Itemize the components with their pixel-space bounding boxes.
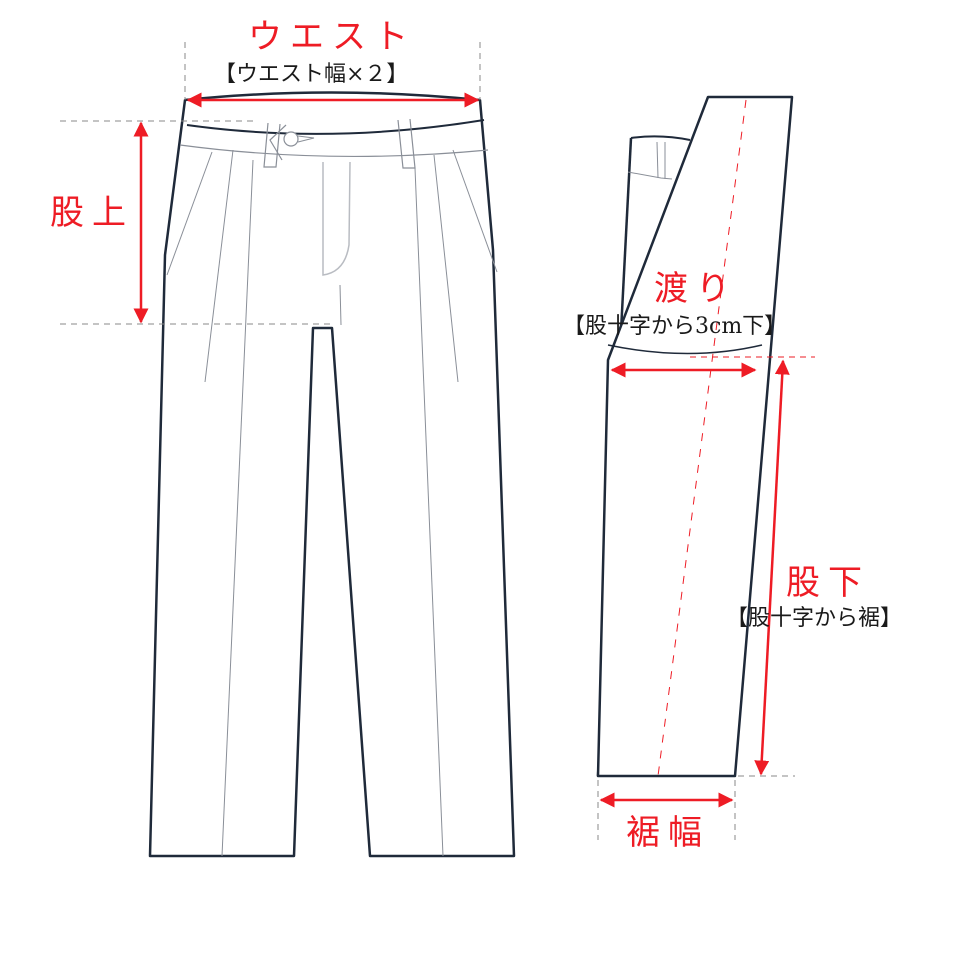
hem-label: 裾幅 (626, 813, 710, 853)
inseam-label: 股下 (786, 563, 870, 603)
rise-label: 股上 (50, 193, 134, 233)
inseam-arrow (754, 359, 790, 776)
waist-label: ウエスト (248, 17, 416, 57)
side-view-pants (596, 95, 794, 778)
thigh-note: 【股十字から3cm下】 (563, 314, 787, 339)
waist-note: 【ウエスト幅×２】 (214, 62, 409, 87)
inseam-note: 【股十字から裾】 (726, 606, 903, 631)
front-view-pants (148, 91, 516, 858)
thigh-label: 渡り (654, 269, 738, 309)
